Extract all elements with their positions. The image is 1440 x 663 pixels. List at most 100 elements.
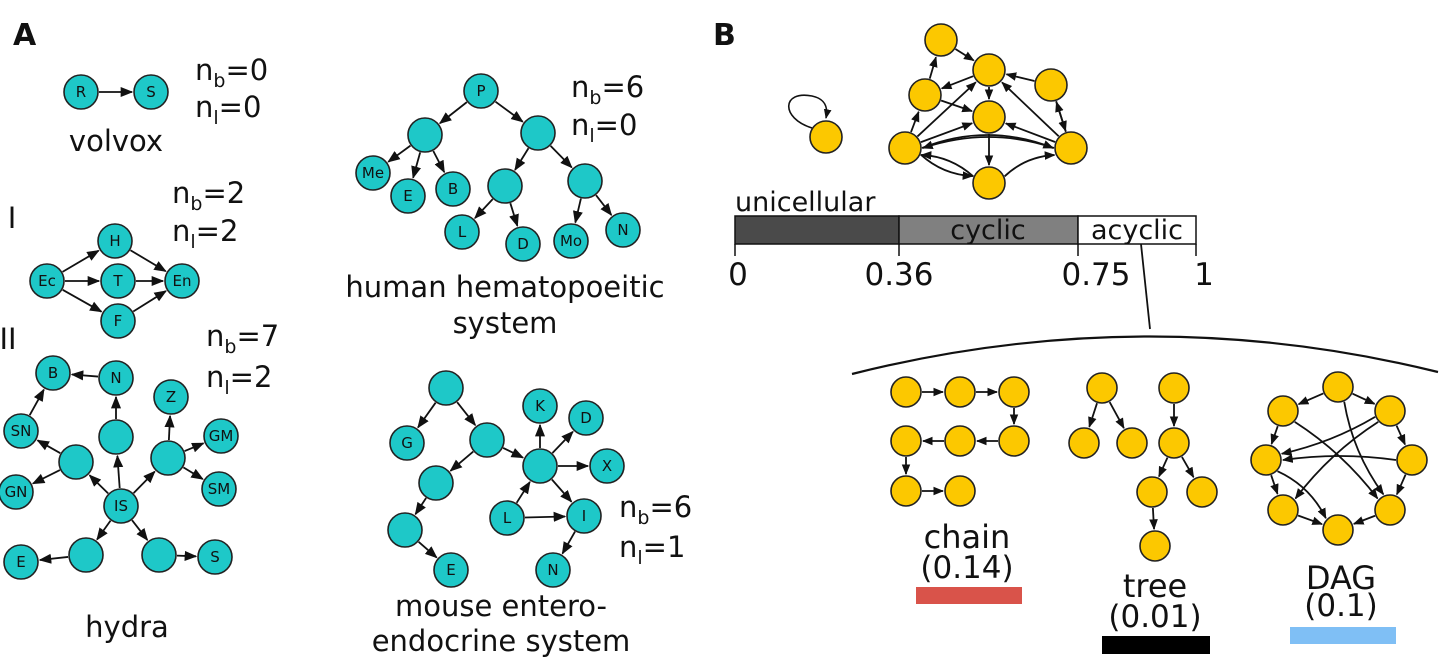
hydra-title: hydra	[85, 610, 169, 644]
hydra2-node-1-label: N	[110, 369, 121, 387]
cyclic-edge-18	[921, 136, 1055, 150]
hydra2-node-8	[3, 544, 39, 580]
dag-edge-1	[1352, 392, 1376, 405]
mouse-nl: nl=1	[619, 530, 685, 569]
mouse-node-3-label: X	[602, 457, 612, 475]
chain-node-0	[890, 376, 922, 408]
mouse-edge-2	[449, 450, 474, 472]
hydra2-node-3-label: SN	[11, 422, 32, 440]
acyclic-connector	[1140, 243, 1151, 330]
cyclic-edge-2	[940, 75, 974, 90]
hydra2-node-5-label: GN	[5, 483, 28, 501]
tick-label-036: 0.36	[864, 257, 933, 293]
hydra2-edge-12	[131, 519, 149, 541]
hydra-1-nl: nl=2	[172, 214, 238, 253]
dag-edge-0	[1297, 392, 1324, 406]
human-stats: nb=6 nl=0	[571, 70, 644, 147]
mouse-node-5-label: I	[582, 507, 586, 525]
mouse-node-7	[535, 552, 571, 588]
volvox-node-1-label: S	[146, 83, 156, 101]
mouse-node-2-label: G	[401, 434, 413, 452]
mouse-edge-1	[456, 401, 477, 427]
panel-b-nodes	[809, 23, 1428, 562]
hydra2-node-8-label: E	[16, 553, 25, 571]
cyclic-edge-11	[1055, 101, 1067, 133]
human-edge-5	[514, 147, 530, 171]
hydra2-node-11	[58, 444, 94, 480]
cyclic-edge-9	[920, 122, 974, 143]
hydra2-edge-5	[31, 469, 61, 485]
human-node-11	[567, 163, 603, 199]
hydra-2-stats: nb=7 nl=2	[206, 319, 279, 399]
human-title-line-1: human hematopoeitic	[345, 270, 664, 304]
cyclic-edge-7	[910, 110, 920, 133]
panel-a-edges	[28, 86, 613, 564]
human-nl: nl=0	[571, 108, 637, 147]
human-node-4	[444, 214, 480, 250]
human-node-6	[553, 223, 589, 259]
dag-node-7	[1322, 514, 1354, 546]
panel-letter-a: A	[13, 18, 37, 53]
bar-label-unicellular: unicellular	[735, 187, 876, 218]
hydra2-node-0	[35, 355, 71, 391]
dag-edge-8	[1280, 416, 1376, 456]
hydra2-node-6	[103, 488, 139, 524]
cyclic-edge-8	[916, 81, 977, 138]
hydra1-edge-3	[129, 249, 167, 273]
hydra2-node-9	[197, 539, 233, 575]
human-node-5-label: D	[517, 235, 529, 253]
tree-node-5	[1136, 476, 1168, 508]
dag-edge-10	[1294, 421, 1379, 500]
hydra2-node-13	[68, 537, 104, 573]
human-edge-10	[595, 194, 613, 216]
human-node-2-label: E	[403, 187, 412, 205]
human-edge-0	[438, 101, 468, 125]
volvox-nl: nl=0	[195, 90, 261, 129]
dag-edge-13	[1343, 401, 1385, 496]
human-node-7-label: N	[617, 221, 628, 239]
category-chain-name: chain	[924, 518, 1011, 556]
mouse-stats: nb=6 nl=1	[619, 490, 692, 569]
bar-label-cyclic: cyclic	[950, 215, 1026, 246]
chain-node-3	[890, 425, 922, 457]
tick-label-1: 1	[1194, 257, 1214, 293]
mouse-edge-5	[502, 447, 525, 459]
category-tree: tree (0.01)	[1102, 567, 1210, 654]
hydra2-node-14	[141, 537, 177, 573]
human-node-3	[435, 171, 471, 207]
volvox-stats: nb=0 nl=0	[195, 53, 268, 129]
hydra2-edge-6	[113, 454, 124, 489]
cyclic-node-1	[972, 53, 1006, 87]
tree-edge-4	[1181, 456, 1195, 479]
human-node-1	[355, 155, 391, 191]
acyclic-bracket	[851, 335, 1439, 376]
volvox-nb: nb=0	[195, 53, 268, 92]
hydra2-edge-14	[176, 550, 198, 561]
mouse-node-2	[389, 425, 425, 461]
human-node-10	[487, 168, 523, 204]
mouse-node-6-label: E	[446, 561, 455, 579]
human-edge-9	[572, 198, 583, 224]
human-edge-8	[509, 202, 519, 228]
hydra1-edge-2	[62, 289, 103, 313]
dag-edge-5	[1352, 514, 1376, 525]
human-node-2	[390, 178, 426, 214]
dag-edge-7	[1297, 514, 1324, 526]
mouse-nb: nb=6	[619, 490, 692, 529]
hydra-2-nl: nl=2	[206, 360, 272, 399]
hydra-roman-2: II	[0, 322, 17, 356]
hydra1-node-1	[29, 263, 65, 299]
mouse-node-6	[433, 552, 469, 588]
hydra2-edge-10	[182, 466, 204, 480]
hydra2-edge-13	[38, 553, 69, 564]
hydra2-node-3	[3, 413, 39, 449]
hydra1-edge-5	[132, 290, 167, 313]
human-node-9	[520, 115, 556, 151]
chain-node-7	[944, 475, 976, 507]
category-dag-name: DAG	[1306, 559, 1376, 597]
hydra2-node-6-label: IS	[114, 497, 128, 515]
dag-node-4	[1396, 444, 1428, 476]
mouse-edge-10	[515, 480, 531, 504]
cyclic-edge-17	[1001, 81, 1060, 137]
hydra-1-stats: nb=2 nl=2	[172, 176, 245, 253]
